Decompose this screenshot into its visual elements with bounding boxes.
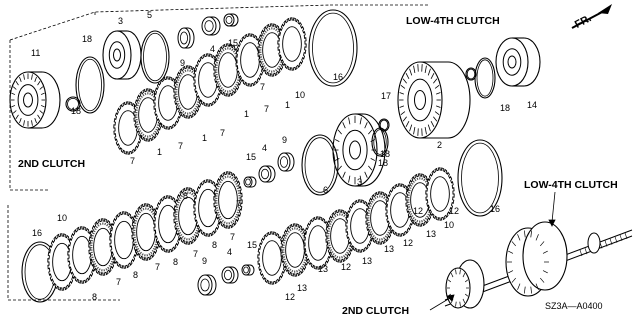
low4th-clutch-title-right: LOW-4TH CLUTCH [524,179,618,191]
snap-ring-5 [140,30,170,84]
washer-15 [223,13,239,27]
collar-4-lower [221,266,239,284]
callout-c13b: 13 [318,264,328,274]
callout-c7i: 7 [230,232,235,242]
piston-3 [102,30,142,80]
callout-c5: 5 [147,10,152,20]
callout-c12a: 12 [285,292,295,302]
callout-c13d: 13 [384,244,394,254]
front-arrow-label: FR. [573,12,594,31]
callout-c3a: 3 [118,16,123,26]
callout-c1b: 1 [202,133,207,143]
callout-c7b: 7 [178,141,183,151]
callout-c16b: 16 [490,204,500,214]
callout-c7c: 7 [220,128,225,138]
o-ring-17-right [465,67,477,81]
callout-c7a: 7 [130,156,135,166]
callout-c18c: 18 [378,158,388,168]
o-ring-18-right [474,57,496,99]
callout-c18a: 18 [82,34,92,44]
clutch-disc-12 [280,223,310,277]
callout-c1a: 1 [157,147,162,157]
spring-retainer-6 [301,134,339,196]
callout-c1d: 1 [285,100,290,110]
section-boundaries [7,4,430,301]
callout-c16c: 16 [32,228,42,238]
callout-c8c: 8 [173,257,178,267]
callout-c9a: 9 [180,58,185,68]
callout-c10a: 10 [295,90,305,100]
callout-c2: 2 [437,140,442,150]
clutch-end-plate-10-right [425,167,455,221]
callout-c12c: 12 [403,238,413,248]
callout-c12e: 12 [449,206,459,216]
o-ring-18 [75,56,105,114]
callout-c11: 11 [31,48,40,58]
callout-c7e: 7 [260,82,265,92]
callout-c12d: 12 [413,206,423,216]
callout-c14: 14 [527,100,537,110]
mainshaft-assembly [444,221,633,309]
clutch-drum-2 [397,61,471,139]
callout-c10c: 10 [57,213,67,223]
callout-c13a: 13 [297,283,307,293]
clutch-drum-11 [9,71,61,129]
callout-c17: 17 [381,91,391,101]
bearing-9 [177,27,195,49]
callout-c7f: 7 [116,277,121,287]
washer-15-lower [241,264,255,276]
callout-c7d: 7 [264,104,269,114]
callout-c9b: 9 [282,135,287,145]
piston-3-lower [332,113,386,187]
callout-c15b: 15 [246,152,256,162]
callout-c18e: 18 [380,149,390,159]
callout-c4b: 4 [262,143,267,153]
clutch-plate-13 [257,231,287,285]
callout-c16a: 16 [333,72,343,82]
callout-c7h: 7 [193,249,198,259]
second-clutch-title-bottom: 2ND CLUTCH [342,305,409,317]
callout-c1c: 1 [244,109,249,119]
collar-4-mid [258,165,276,183]
callout-c6: 6 [323,185,328,195]
clutch-plate-13 [303,216,333,270]
callout-c10b: 10 [444,220,454,230]
snap-ring-16-right [457,139,503,217]
callout-c3b: 3 [357,177,362,187]
o-ring-18-small [65,96,81,112]
callout-c12b: 12 [341,262,351,272]
callout-c8d: 8 [212,240,217,250]
collar-4 [201,16,221,36]
callout-c7g: 7 [155,262,160,272]
callout-c8b: 8 [133,270,138,280]
callout-c4c: 4 [227,247,232,257]
callout-c18b: 18 [71,106,81,116]
drawing-code: SZ3A—A0400 [545,301,603,311]
piston-14 [495,37,541,87]
front-arrow-icon: FR. [571,4,612,31]
title-leaders [429,191,556,311]
callout-c9c: 9 [202,256,207,266]
callout-c15c: 15 [247,240,257,250]
clutch-parts [9,9,633,309]
callout-c13e: 13 [426,229,436,239]
callout-c7j: 7 [236,199,241,209]
bearing-9-mid [277,152,295,172]
callout-c8a: 8 [92,292,97,302]
callout-c15a: 15 [228,38,238,48]
snap-ring-16 [308,9,358,87]
o-ring-18-lower [371,127,389,157]
callout-c4a: 4 [210,44,215,54]
callout-c13c: 13 [362,256,372,266]
callout-c8e: 8 [183,191,188,201]
callout-c18d: 18 [500,103,510,113]
washer-15-mid [243,176,257,188]
clutch-disc-7 [213,171,243,229]
low4th-clutch-title-top: LOW-4TH CLUTCH [406,15,500,27]
second-clutch-title-left: 2ND CLUTCH [18,158,85,170]
bearing-9-lower [197,274,217,296]
clutch-end-plate-10 [277,17,307,71]
